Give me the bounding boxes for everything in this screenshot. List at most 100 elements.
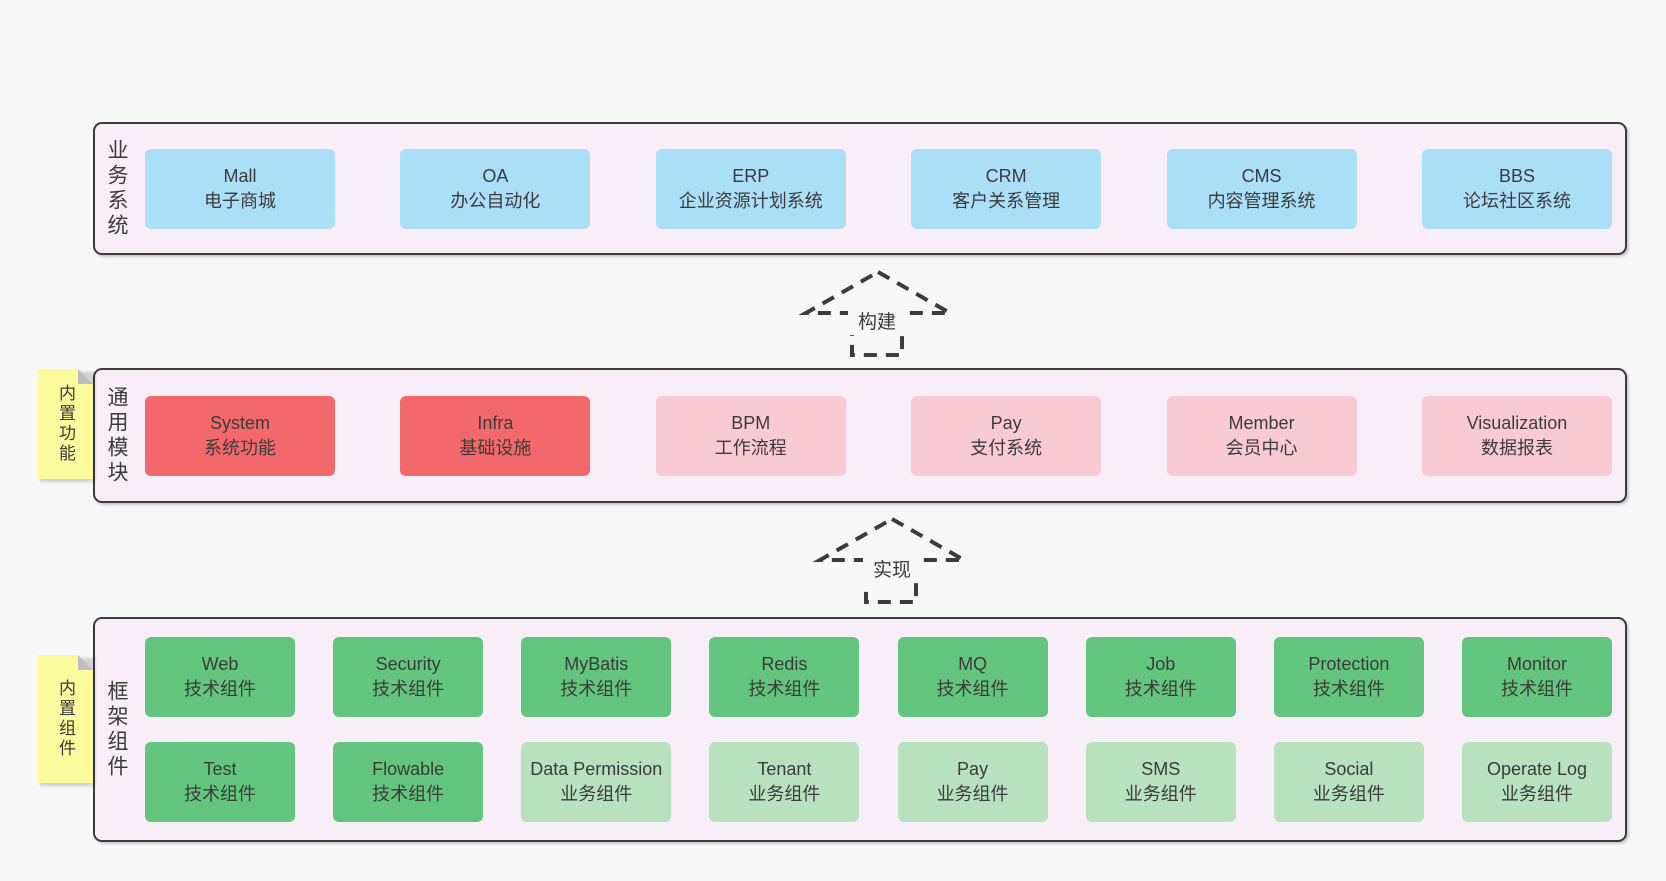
box-title: BBS <box>1498 165 1535 186</box>
box-subtitle: 技术组件 <box>1124 679 1197 699</box>
box-sms: SMS 业务组件 <box>1085 742 1236 822</box>
arrow-build-label: 构建 <box>848 305 906 335</box>
box-mall: Mall 电子商城 <box>145 148 335 229</box>
box-erp: ERP 企业资源计划系统 <box>655 148 846 229</box>
box-title: Tenant <box>757 759 812 779</box>
box-title: Security <box>375 654 441 674</box>
box-subtitle: 论坛社区系统 <box>1462 190 1571 211</box>
panel-business-label: 业务系统 <box>105 138 128 239</box>
box-operate-log: Operate Log 业务组件 <box>1461 742 1612 822</box>
note-builtin-features: 内置功能 <box>38 369 93 479</box>
box-title: Social <box>1324 759 1374 779</box>
box-title: Data Permission <box>530 759 663 779</box>
box-bbs: BBS 论坛社区系统 <box>1421 148 1612 229</box>
box-title: Test <box>203 759 237 779</box>
box-row: System 系统功能 Infra 基础设施 BPM 工作流程 Pay 支付系统 Member 会… <box>145 395 1612 476</box>
box-subtitle: 技术组件 <box>184 784 256 804</box>
box-subtitle: 技术组件 <box>1500 679 1573 699</box>
box-member: Member 会员中心 <box>1166 395 1357 476</box>
box-subtitle: 业务组件 <box>936 784 1009 804</box>
box-title: Protection <box>1308 654 1390 674</box>
arrow-implement-label: 实现 <box>863 553 921 583</box>
box-subtitle: 工作流程 <box>714 437 787 458</box>
box-subtitle: 企业资源计划系统 <box>678 190 823 211</box>
box-subtitle: 技术组件 <box>372 679 445 699</box>
note-builtin-components-label: 内置组件 <box>56 679 75 759</box>
box-title: Pay <box>957 759 989 779</box>
box-title: Mall <box>223 165 257 186</box>
box-subtitle: 系统功能 <box>204 437 276 458</box>
box-pay: Pay 业务组件 <box>897 742 1048 822</box>
box-subtitle: 技术组件 <box>1312 679 1385 699</box>
box-subtitle: 支付系统 <box>970 437 1043 458</box>
box-oa: OA 办公自动化 <box>400 148 591 229</box>
box-title: ERP <box>732 165 770 186</box>
note-builtin-features-label: 内置功能 <box>56 384 75 464</box>
box-title: System <box>209 412 270 433</box>
panel-common-modules: 通用模块 System 系统功能 Infra 基础设施 BPM 工作流程 Pay 支付系统 Me… <box>93 368 1627 503</box>
box-system: System 系统功能 <box>145 395 335 476</box>
box-mq: MQ 技术组件 <box>897 637 1048 717</box>
box-bpm: BPM 工作流程 <box>655 395 846 476</box>
box-title: Infra <box>477 412 514 433</box>
box-title: Member <box>1228 412 1295 433</box>
panel-business-systems: 业务系统 Mall 电子商城 OA 办公自动化 ERP 企业资源计划系统 CRM 客户关系管理… <box>93 122 1627 255</box>
box-crm: CRM 客户关系管理 <box>911 148 1102 229</box>
box-web: Web 技术组件 <box>145 637 295 717</box>
box-subtitle: 业务组件 <box>1312 784 1385 804</box>
box-subtitle: 业务组件 <box>560 784 633 804</box>
box-title: Visualization <box>1466 412 1568 433</box>
box-title: Redis <box>761 654 808 674</box>
box-test: Test 技术组件 <box>145 742 295 822</box>
box-subtitle: 业务组件 <box>1124 784 1197 804</box>
box-redis: Redis 技术组件 <box>709 637 860 717</box>
box-subtitle: 业务组件 <box>748 784 821 804</box>
box-subtitle: 业务组件 <box>1500 784 1573 804</box>
box-subtitle: 办公自动化 <box>450 190 541 211</box>
box-title: Job <box>1146 654 1176 674</box>
box-subtitle: 技术组件 <box>936 679 1009 699</box>
box-protection: Protection 技术组件 <box>1273 637 1424 717</box>
panel-framework-label: 框架组件 <box>105 679 128 780</box>
box-title: Operate Log <box>1486 759 1588 779</box>
box-title: MQ <box>958 654 988 674</box>
note-builtin-components: 内置组件 <box>38 655 93 783</box>
box-visualization: Visualization 数据报表 <box>1421 395 1612 476</box>
box-title: CRM <box>985 165 1027 186</box>
arrow-up-implement-icon <box>812 516 972 604</box>
panel-modules-boxes: System 系统功能 Infra 基础设施 BPM 工作流程 Pay 支付系统 Member 会… <box>145 370 1612 501</box>
box-title: Pay <box>990 412 1022 433</box>
box-title: SMS <box>1141 759 1181 779</box>
box-title: BPM <box>731 412 771 433</box>
box-tenant: Tenant 业务组件 <box>709 742 860 822</box>
box-subtitle: 电子商城 <box>204 190 276 211</box>
box-title: CMS <box>1241 165 1282 186</box>
box-subtitle: 数据报表 <box>1480 437 1553 458</box>
box-subtitle: 技术组件 <box>372 784 445 804</box>
box-data-permission: Data Permission 业务组件 <box>521 742 672 822</box>
box-title: Web <box>201 654 239 674</box>
box-security: Security 技术组件 <box>333 637 484 717</box>
box-social: Social 业务组件 <box>1273 742 1424 822</box>
box-subtitle: 客户关系管理 <box>952 190 1061 211</box>
box-subtitle: 会员中心 <box>1225 437 1298 458</box>
box-title: OA <box>482 165 509 186</box>
box-subtitle: 基础设施 <box>459 437 532 458</box>
panel-modules-label: 通用模块 <box>105 385 128 486</box>
box-pay: Pay 支付系统 <box>911 395 1102 476</box>
box-subtitle: 技术组件 <box>184 679 256 699</box>
box-subtitle: 技术组件 <box>748 679 821 699</box>
arrow-up-build-icon <box>798 269 958 357</box>
box-job: Job 技术组件 <box>1085 637 1236 717</box>
box-subtitle: 技术组件 <box>560 679 633 699</box>
